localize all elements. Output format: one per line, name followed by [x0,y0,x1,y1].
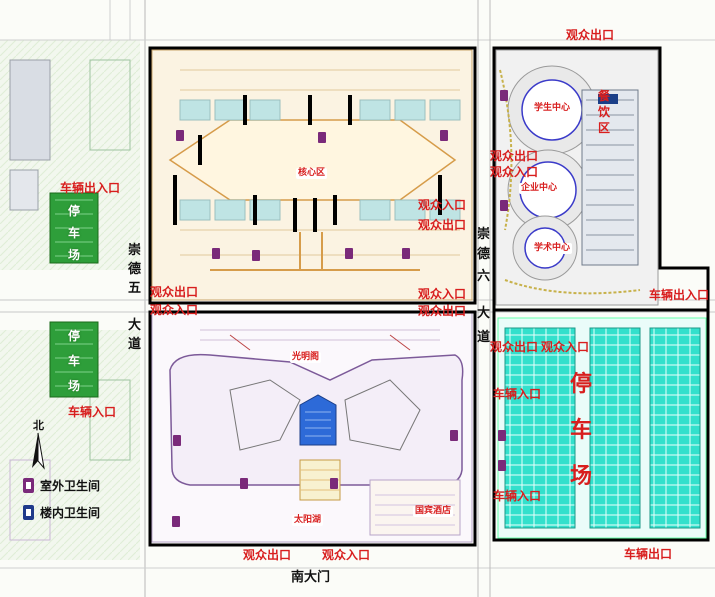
audience-entry-label: 观众入口 [490,165,539,179]
north-venue-plan [151,49,473,301]
road-char: 大 [128,318,142,333]
parking-char: 停 [68,204,81,218]
road-char: 德 [477,247,491,262]
student-center-label: 学生中心 [532,103,573,114]
guangming-ge-label: 光明阁 [290,352,322,363]
dining-char: 饮 [598,105,611,119]
parking-char: 停 [68,329,81,343]
audience-exit-label: 观众出口 [150,285,199,299]
indoor-restroom-icon [23,505,34,520]
parking-char: 车 [68,354,81,368]
north-arrow-icon [32,432,45,470]
audience-entry-label: 观众入口 [418,287,467,301]
vehicle-exit-label: 车辆出口 [624,547,673,561]
parking-char: 场 [570,464,593,489]
parking-char: 停 [570,372,593,397]
audience-exit-label: 观众出口 [418,218,467,232]
audience-exit-entry-label: 观众出口 [490,340,539,354]
enterprise-center-label: 企业中心 [519,183,560,194]
parking-char: 车 [570,418,593,443]
vehicle-entry-exit-label: 车辆出入口 [649,288,710,302]
audience-exit-label: 观众出口 [566,28,615,42]
parking-char: 场 [68,379,81,393]
road-char: 大 [477,306,491,321]
road-char: 六 [477,269,491,284]
south-gate-label: 南大门 [291,570,331,585]
road-char: 德 [128,262,142,277]
audience-entry-label: 观众入口 [322,548,371,562]
audience-exit-label: 观众出口 [418,304,467,318]
road-char: 道 [128,337,142,352]
outdoor-restroom-icon [23,478,34,493]
north-label: 北 [33,419,44,432]
taiyang-hu-label: 太阳湖 [292,515,324,526]
parking-char: 场 [68,248,81,262]
core-zone-label: 核心区 [296,168,328,179]
legend-indoor-restroom: 楼内卫生间 [40,506,101,520]
audience-entry-label: 观众入口 [418,198,467,212]
road-char: 崇 [477,227,491,242]
legend-outdoor-restroom: 室外卫生间 [40,479,101,493]
audience-entry-label: 观众入口 [541,340,590,354]
vehicle-entry-exit-label: 车辆出入口 [60,181,121,195]
outdoor-restroom-markers [172,90,508,527]
audience-exit-label: 观众出口 [490,149,539,163]
road-char: 崇 [128,243,142,258]
road-char: 五 [128,281,142,296]
road-char: 道 [477,330,491,345]
vehicle-entry-label: 车辆入口 [493,387,542,401]
west-parking-lots [49,192,99,398]
audience-exit-label: 观众出口 [243,548,292,562]
guobin-hotel-label: 国宾酒店 [413,506,454,517]
site-boundaries [148,46,710,547]
vehicle-entry-label: 车辆入口 [68,405,117,419]
dining-char: 餐 [598,89,611,103]
vehicle-entry-label: 车辆入口 [493,489,542,503]
academic-center-label: 学术中心 [532,243,573,254]
audience-entry-label: 观众入口 [150,303,199,317]
southeast-parking-lot [497,317,707,539]
dining-char: 区 [598,121,611,135]
parking-char: 车 [68,226,81,240]
